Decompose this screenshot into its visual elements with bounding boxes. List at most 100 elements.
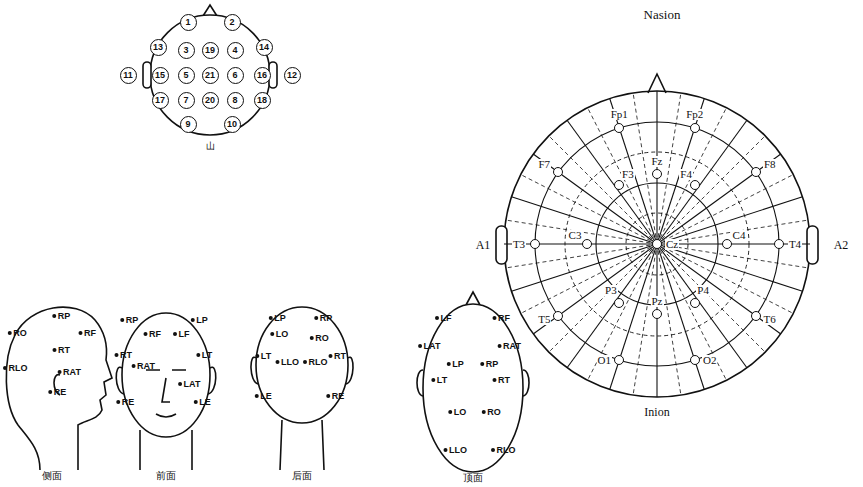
electrode-dot xyxy=(276,360,280,364)
electrode-label: LLO xyxy=(449,446,467,455)
electrode-label: O1 xyxy=(597,355,612,366)
electrode-label: LP xyxy=(196,316,208,325)
grid-radial xyxy=(657,244,808,268)
electrode-number: 19 xyxy=(202,42,219,59)
electrode-site: C4 xyxy=(722,239,732,249)
electrode-number: 17 xyxy=(152,92,169,109)
electrode-label: LT xyxy=(437,376,447,385)
electrode-label: RT xyxy=(58,346,70,355)
electrode-label: RF xyxy=(498,314,510,323)
view-caption: 前面 xyxy=(156,471,176,481)
electrode-label: LAT xyxy=(424,342,441,351)
landmark-label: Nasion xyxy=(644,8,681,21)
electrode-site: Pz xyxy=(652,309,662,319)
electrode-dot xyxy=(491,448,495,452)
electrode-site: T5 xyxy=(553,311,563,321)
electrode-site: Fp2 xyxy=(690,123,700,133)
electrode-dot xyxy=(303,360,307,364)
grid-radial xyxy=(549,136,657,244)
callout-number: 2 xyxy=(229,18,234,27)
callout-number: 19 xyxy=(205,46,215,55)
electrode-label: LAT xyxy=(184,380,201,389)
grid-radial xyxy=(657,244,726,380)
grid-radial xyxy=(657,120,747,244)
electrode-label: Fz xyxy=(651,156,664,167)
grid-radial xyxy=(657,154,781,244)
callout-number: 7 xyxy=(183,96,188,105)
electrode-dot xyxy=(132,364,136,368)
electrode-label: RP xyxy=(126,316,139,325)
electrode-dot xyxy=(314,316,318,320)
electrode-number: 4 xyxy=(227,42,244,59)
electrode-number: 18 xyxy=(254,92,271,109)
grid-radial xyxy=(533,154,657,244)
grid-radial xyxy=(657,93,681,244)
electrode-label: RF xyxy=(149,330,161,339)
electrode-label: T6 xyxy=(763,314,777,325)
grid-radial xyxy=(657,136,765,244)
callout-number: 4 xyxy=(232,46,237,55)
callout-number: 3 xyxy=(183,46,188,55)
electrode-label: RAT xyxy=(63,368,81,377)
electrode-label: RF xyxy=(84,329,96,338)
electrode-label: T3 xyxy=(512,239,526,250)
electrode-site: P4 xyxy=(690,298,700,308)
electrode-dot xyxy=(53,348,57,352)
electrode-label: LE xyxy=(260,392,272,401)
callout-number: 21 xyxy=(205,71,215,80)
electrode-dot xyxy=(173,332,177,336)
view-caption: 侧面 xyxy=(42,471,62,481)
electrode-site: F3 xyxy=(614,180,624,190)
electrode-dot xyxy=(58,370,62,374)
grid-radial xyxy=(567,120,657,244)
electrode-label: RE xyxy=(54,388,67,397)
electrode-number: 10 xyxy=(224,116,241,133)
callout-number: 13 xyxy=(153,43,163,52)
electrode-label: RAT xyxy=(137,362,155,371)
grid-radial xyxy=(588,244,657,380)
electrode-dot xyxy=(52,314,56,318)
grid-radial xyxy=(533,244,657,334)
electrode-dot xyxy=(310,336,314,340)
electrode-dot xyxy=(178,382,182,386)
electrode-label: LP xyxy=(452,360,464,369)
grid-radial xyxy=(656,244,657,397)
electrode-label: LP xyxy=(274,314,286,323)
electrode-site: Fz xyxy=(652,169,662,179)
electrode-site: F8 xyxy=(751,167,761,177)
electrode-dot xyxy=(447,362,451,366)
callout-number: 5 xyxy=(183,71,188,80)
electrode-dot xyxy=(196,353,200,357)
electrode-dot xyxy=(482,410,486,414)
grid-radial xyxy=(633,93,657,244)
electrode-dot xyxy=(435,316,439,320)
electrode-dot xyxy=(493,378,497,382)
electrode-dot xyxy=(120,318,124,322)
electrode-label: LE xyxy=(199,398,211,407)
electrode-label: LT xyxy=(261,352,271,361)
callout-number: 16 xyxy=(257,71,267,80)
callout-number: 8 xyxy=(232,96,237,105)
callout-number: 17 xyxy=(155,96,165,105)
electrode-label: Cz xyxy=(665,239,679,250)
electrode-site: F4 xyxy=(690,180,700,190)
electrode-dot xyxy=(194,400,198,404)
electrode-site: O2 xyxy=(690,355,700,365)
electrode-dot xyxy=(444,448,448,452)
grid-radial xyxy=(610,244,657,390)
electrode-dot xyxy=(498,344,502,348)
electrode-number: 11 xyxy=(120,67,137,84)
grid-radial xyxy=(657,197,803,244)
electrode-label: RT xyxy=(120,351,132,360)
landmark-label: A2 xyxy=(834,239,849,251)
electrode-dot xyxy=(480,362,484,366)
electrode-label: LT xyxy=(202,351,212,360)
electrode-dot xyxy=(255,394,259,398)
electrode-site: Cz xyxy=(652,239,662,249)
electrode-number: 7 xyxy=(178,92,195,109)
electrode-label: RE xyxy=(332,392,345,401)
callout-number: 6 xyxy=(232,71,237,80)
electrode-dot xyxy=(448,410,452,414)
grid-radial xyxy=(567,244,657,368)
electrode-dot xyxy=(3,366,7,370)
